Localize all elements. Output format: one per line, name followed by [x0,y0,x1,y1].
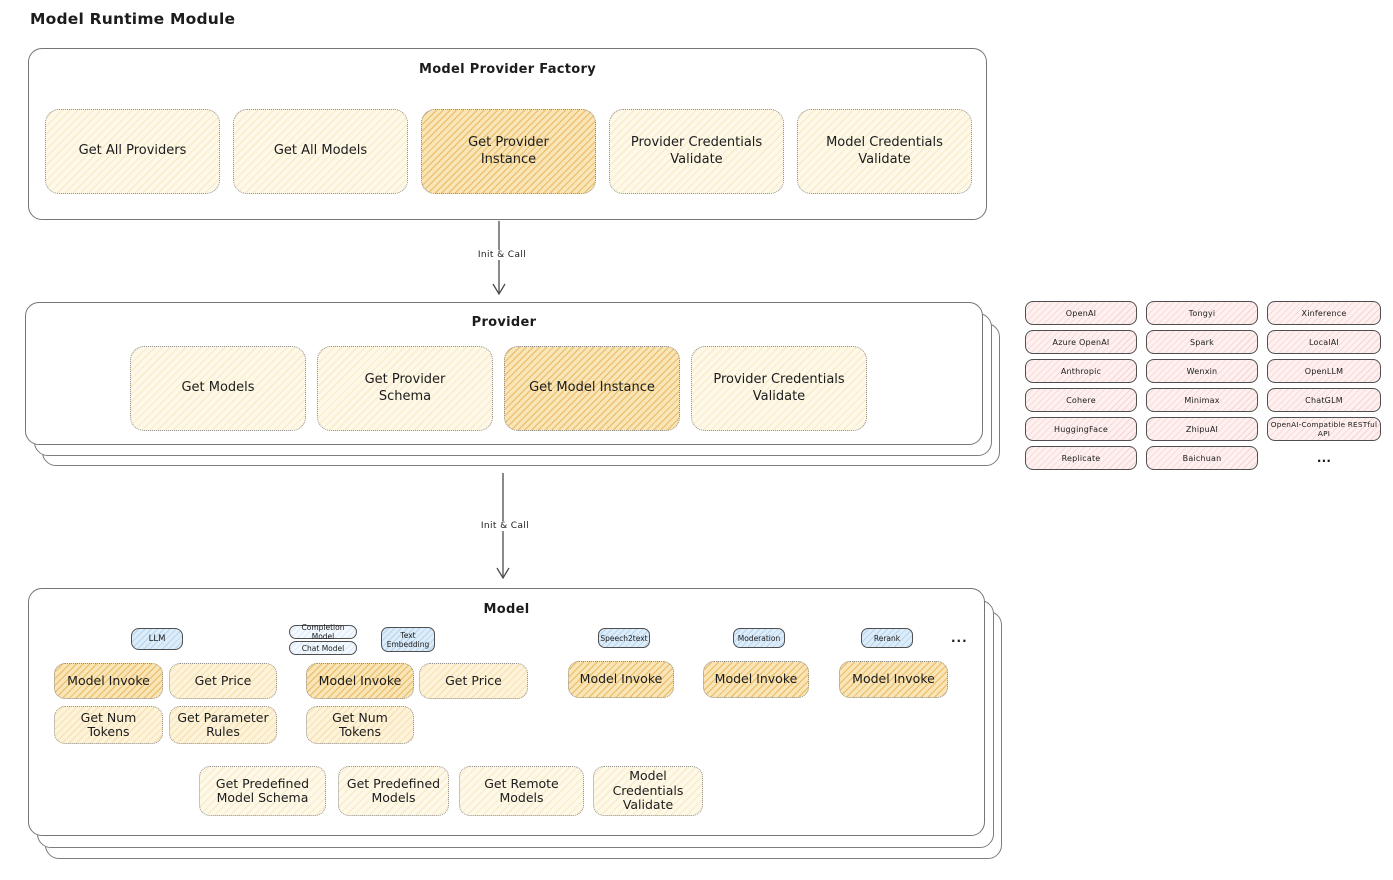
op-embedding-get-price: Get Price [419,663,528,699]
tab-llm: LLM [131,628,183,650]
op-get-remote-models: Get Remote Models [459,766,584,816]
op-model-credentials-validate: Model Credentials Validate [593,766,703,816]
provider-box-row: Get Models Get Provider Schema Get Model… [130,346,867,431]
provider-huggingface: HuggingFace [1025,417,1137,441]
op-get-predefined-models: Get Predefined Models [338,766,449,816]
op-rerank-model-invoke: Model Invoke [839,661,948,698]
tab-completion-model: Completion Model [289,623,357,641]
op-get-predefined-model-schema: Get Predefined Model Schema [199,766,326,816]
box-model-credentials-validate: Model Credentials Validate [797,109,972,194]
op-llm-get-num-tokens: Get Num Tokens [54,706,163,744]
provider-title: Provider [471,315,537,330]
box-provider-credentials-validate: Provider Credentials Validate [609,109,784,194]
factory-container: Model Provider Factory Get All Providers… [28,48,987,220]
provider-openai-compatible: OpenAI-Compatible RESTful API [1267,417,1381,441]
tab-moderation: Moderation [733,628,785,648]
tab-speech2text: Speech2text [598,628,650,648]
provider-chatglm: ChatGLM [1267,388,1381,412]
provider-cohere: Cohere [1025,388,1137,412]
provider-spark: Spark [1146,330,1258,354]
box-get-provider-instance: Get Provider Instance [421,109,596,194]
op-embedding-model-invoke: Model Invoke [306,663,414,699]
provider-anthropic: Anthropic [1025,359,1137,383]
provider-xinference: Xinference [1267,301,1381,325]
tab-chat-model: Chat Model [289,641,357,655]
box-get-provider-schema: Get Provider Schema [317,346,493,431]
provider-tongyi: Tongyi [1146,301,1258,325]
op-speech2text-model-invoke: Model Invoke [568,661,674,698]
provider-list: OpenAI Tongyi Xinference Azure OpenAI Sp… [1025,301,1381,470]
tab-rerank: Rerank [861,628,913,648]
provider-baichuan: Baichuan [1146,446,1258,470]
box-get-all-providers: Get All Providers [45,109,220,194]
provider-zhipuai: ZhipuAI [1146,417,1258,441]
provider-container: Provider Get Models Get Provider Schema … [25,302,983,445]
model-container: Model LLM Completion Model Chat Model Te… [28,588,985,836]
provider-localai: LocalAI [1267,330,1381,354]
factory-title: Model Provider Factory [418,62,597,77]
op-llm-model-invoke: Model Invoke [54,663,163,699]
op-embedding-get-num-tokens: Get Num Tokens [306,706,414,744]
provider-azure-openai: Azure OpenAI [1025,330,1137,354]
provider-openllm: OpenLLM [1267,359,1381,383]
factory-box-row: Get All Providers Get All Models Get Pro… [45,109,972,194]
model-tabs-more: ... [951,631,968,645]
op-llm-get-price: Get Price [169,663,277,699]
provider-openai: OpenAI [1025,301,1137,325]
box-get-models: Get Models [130,346,306,431]
box-provider-credentials-validate-2: Provider Credentials Validate [691,346,867,431]
provider-replicate: Replicate [1025,446,1137,470]
page-title: Model Runtime Module [30,10,236,28]
tab-text-embedding: Text Embedding [381,627,435,652]
provider-list-more: ... [1316,451,1332,465]
provider-minimax: Minimax [1146,388,1258,412]
op-llm-get-parameter-rules: Get Parameter Rules [169,706,277,744]
init-call-label-2: Init & Call [461,521,549,531]
op-moderation-model-invoke: Model Invoke [703,661,809,698]
provider-wenxin: Wenxin [1146,359,1258,383]
box-get-model-instance: Get Model Instance [504,346,680,431]
model-title: Model [483,602,530,617]
init-call-label-1: Init & Call [458,250,546,260]
box-get-all-models: Get All Models [233,109,408,194]
